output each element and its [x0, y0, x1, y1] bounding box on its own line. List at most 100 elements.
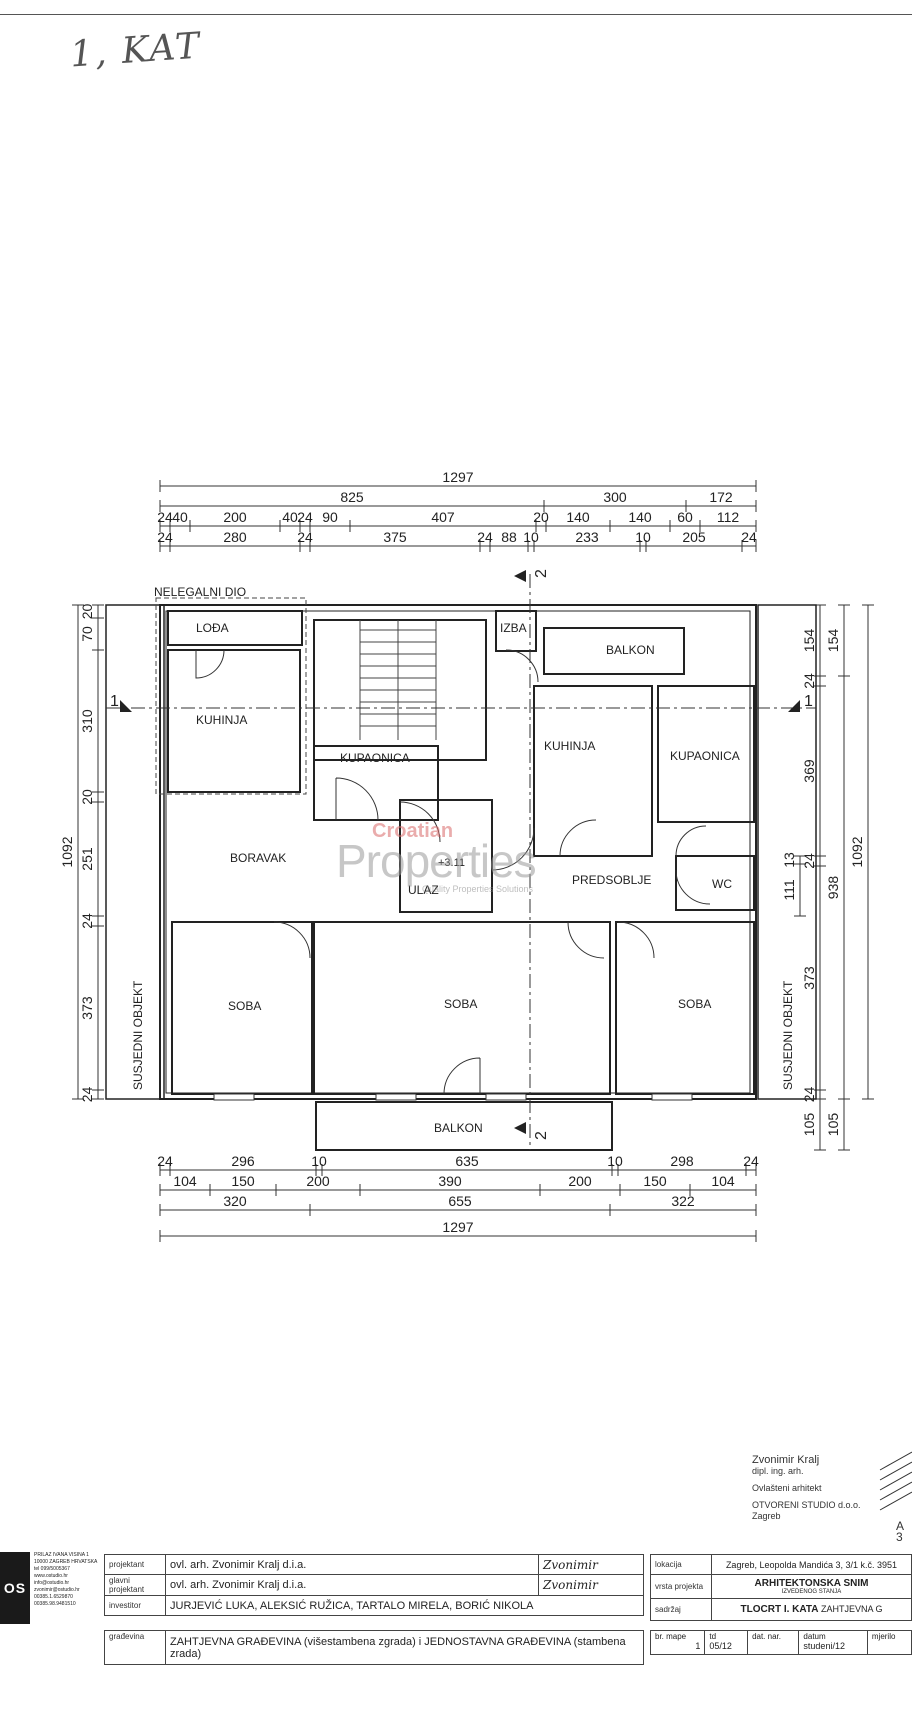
bathroom-right-box: [657, 685, 755, 823]
dim-top-row3-label: 233: [575, 529, 599, 545]
label-kupaonica-center: KUPAONICA: [340, 751, 410, 765]
sadrzaj-label: sadržaj: [650, 1598, 712, 1621]
label-soba-center: SOBA: [444, 997, 477, 1011]
glavni-value: ovl. arh. Zvonimir Kralj d.i.a.: [165, 1574, 539, 1596]
label-boravak: BORAVAK: [230, 851, 286, 865]
stamp-name: Zvonimir Kralj: [752, 1454, 820, 1466]
td-value: 05/12: [709, 1641, 732, 1651]
br-mape-label: br. mape: [655, 1632, 687, 1641]
door-kitchen-right: [559, 819, 597, 857]
stamp-city: Zagreb: [752, 1511, 781, 1521]
label-ulaz: ULAZ: [408, 883, 439, 897]
door-wc: [675, 869, 711, 905]
label-balkon-bottom: BALKON: [434, 1121, 483, 1135]
dim-top-row3-label: 24: [157, 529, 173, 545]
label-izba: IZBA: [500, 621, 527, 635]
dim-top-row3-label: 24: [477, 529, 493, 545]
vrsta-value: ARHITEKTONSKA SNIM: [754, 1578, 869, 1589]
dimension-lines: [72, 480, 874, 1242]
vrsta-sub: IZVEDENOG STANJA: [781, 1589, 842, 1595]
kitchen-left-box: [167, 649, 301, 793]
dim-top-row2-label: 200: [223, 509, 247, 525]
top-rule: [0, 14, 912, 15]
dim-right-chain-a-label: 24: [801, 853, 817, 869]
door-storage: [505, 649, 539, 683]
wc-box: [675, 855, 755, 911]
dim-bottom-row1-label: 635: [455, 1153, 479, 1169]
investitor-label: investitor: [104, 1595, 166, 1616]
dim-bottom-row2-label: 200: [568, 1173, 592, 1189]
label-loda: LOĐA: [196, 621, 229, 635]
dim-bottom-row2-label: 150: [643, 1173, 667, 1189]
door-entrance-a: [399, 801, 441, 843]
dim-top-row3-label: 24: [741, 529, 757, 545]
bathroom-center-box: [313, 745, 439, 821]
stamp-mark: A 3: [896, 1519, 904, 1544]
gradevina-value: ZAHTJEVNA GRAĐEVINA (višestambena zgrada…: [165, 1630, 644, 1665]
dim-top-row2-label: 407: [431, 509, 455, 525]
dim-top-row3-label: 88: [501, 529, 517, 545]
dim-bottom-row3-label: 320: [223, 1193, 247, 1209]
dim-right-chain-a-label: 369: [801, 759, 817, 783]
dim-top-row2-label: 140: [628, 509, 652, 525]
dim-bottom-row2-label: 104: [711, 1173, 735, 1189]
dim-bottom-total-label: 1297: [442, 1219, 473, 1235]
dim-right-chain-a-label: 24: [801, 1087, 817, 1103]
outer-wall: [159, 604, 757, 1100]
label-kuhinja-right: KUHINJA: [544, 739, 595, 753]
section-2-bottom: 2: [533, 1131, 550, 1140]
stamp-firm: OTVORENI STUDIO d.o.o.: [752, 1500, 861, 1510]
door-room-right: [617, 921, 655, 959]
dim-top-row1-label: 825: [340, 489, 364, 505]
dim-top-row1-label: 172: [709, 489, 733, 505]
stair-box: [313, 619, 487, 761]
dim-left-chain-label: 24: [79, 1087, 95, 1103]
dim-left-chain-label: 251: [79, 847, 95, 871]
section-markers: [120, 570, 800, 1134]
label-balkon-top: BALKON: [606, 643, 655, 657]
studio-logo: OS: [0, 1552, 30, 1624]
mjerilo-label: mjerilo: [866, 1630, 912, 1655]
dim-right-chain-a-label: 373: [801, 966, 817, 990]
dim-bottom-row1-label: 298: [670, 1153, 694, 1169]
dim-right-chain-c-label: 111: [781, 879, 797, 900]
dim-bottom-row2-label: 150: [231, 1173, 255, 1189]
dim-right-chain-a-label: 105: [801, 1113, 817, 1137]
neighbour-building-right: [757, 604, 817, 1100]
dim-right-chain-b-label: 154: [825, 629, 841, 653]
door-room-left: [273, 921, 311, 959]
dim-right-chain-c-label: 13: [781, 852, 797, 868]
label-susjedni-left: SUSJEDNI OBJEKT: [131, 980, 145, 1090]
label-soba-left: SOBA: [228, 999, 261, 1013]
gradevina-label: građevina: [104, 1630, 166, 1665]
project-table: projektant ovl. arh. Zvonimir Kralj d.i.…: [104, 1554, 644, 1616]
dim-right-chain-b-label: 105: [825, 1113, 841, 1137]
datum-label: datum: [803, 1632, 826, 1641]
glavni-signature: Zvonimir: [538, 1574, 644, 1596]
room-center-box: [313, 921, 611, 1095]
stamp-title: dipl. ing. arh.: [752, 1466, 804, 1476]
dim-left-total-label: 1092: [59, 836, 75, 867]
balcony-bottom-box: [315, 1101, 613, 1151]
section-2-top: 2: [533, 569, 550, 578]
dim-left-chain-label: 310: [79, 709, 95, 733]
dim-top-row2-label: 112: [717, 509, 740, 525]
dim-top-row2-label: 24: [297, 509, 313, 525]
kitchen-right-box: [533, 685, 653, 857]
dim-bottom-row2-label: 200: [306, 1173, 330, 1189]
label-soba-right: SOBA: [678, 997, 711, 1011]
dim-bottom-row1-label: 24: [157, 1153, 173, 1169]
section-lines: [106, 574, 816, 1150]
studio-address: PRILAZ IVANA VISINA 1 10000 ZAGREB HRVAT…: [34, 1552, 98, 1607]
label-susjedni-right: SUSJEDNI OBJEKT: [781, 980, 795, 1090]
stair-steps: [359, 620, 437, 740]
title-block: OS PRILAZ IVANA VISINA 1 10000 ZAGREB HR…: [0, 1552, 912, 1712]
dim-left-chain-label: 24: [79, 913, 95, 929]
dim-bottom-row3-label: 322: [671, 1193, 695, 1209]
stamp-role: Ovlašteni arhitekt: [752, 1483, 822, 1493]
dim-top-row3-label: 280: [223, 529, 247, 545]
walls: [105, 604, 817, 1151]
entrance-box: [399, 799, 493, 913]
investitor-value: JURJEVIĆ LUKA, ALEKSIĆ RUŽICA, TARTALO M…: [165, 1595, 644, 1616]
